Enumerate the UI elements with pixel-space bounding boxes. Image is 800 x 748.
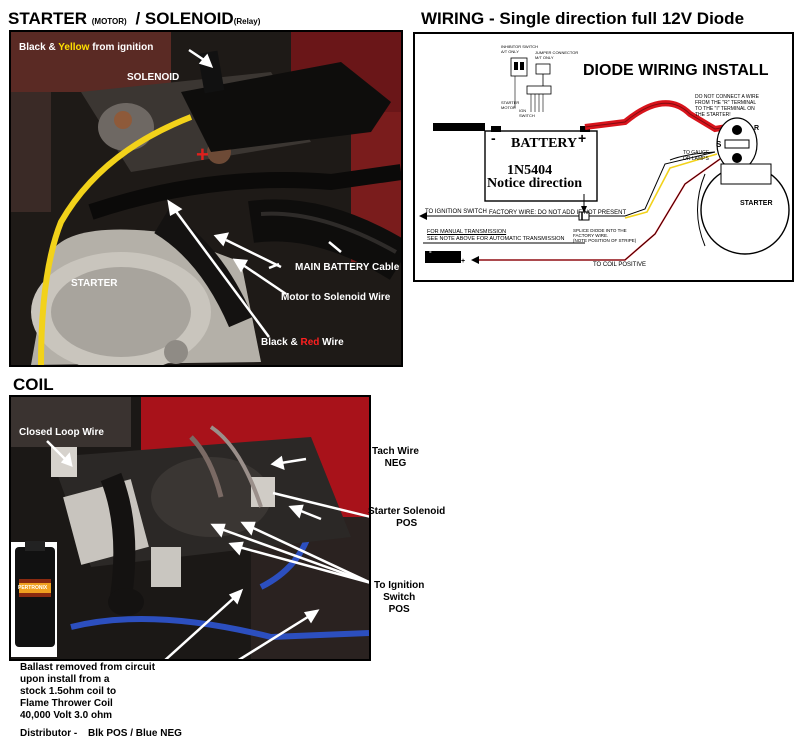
title-starter: STARTER [8,9,88,28]
splice-note: SPLICE DIODE INTO THE FACTORY WIRE. (NOT… [573,228,637,243]
battery-plus: + [578,130,587,146]
r-terminal-label: R [754,125,760,132]
starter-label: STARTER [740,200,773,207]
title-relay: (Relay) [233,17,261,26]
to-gauge-note: TO GAUGE OR LAMPS [683,150,710,162]
diode-wiring-art [419,57,790,264]
factory-wire-label: FACTORY WIRE: DO NOT ADD IF NOT PRESENT [489,210,627,216]
battery-label: BATTERY [511,136,578,151]
wiring-title: WIRING - Single direction full 12V Diode [421,9,745,28]
do-not-connect-note: DO NOT CONNECT A WIRE FROM THE "R" TERMI… [695,94,759,118]
label-distributor: Distributor - Blk POS / Blue NEG [20,728,182,739]
jumper-note: JUMPER CONNECTOR M/T ONLY [535,50,579,60]
coil-plus-label: + [461,258,466,265]
battery-minus: - [491,130,496,146]
label-red-word: Red [300,337,320,348]
coil-minus-label: - [429,247,432,256]
diode-wiring-diagram: DIODE WIRING INSTALL BATTERY - + 1N5404 … [413,32,794,282]
label-motor-to-solenoid: Motor to Solenoid Wire [281,292,391,303]
to-coil-positive-label: TO COIL POSITIVE [593,262,647,268]
starter-photo: + Black & Yellow [9,30,403,367]
s-terminal-label: S [716,140,722,149]
for-manual-label: FOR MANUAL TRANSMISSION [427,229,507,235]
svg-text:+: + [196,142,209,167]
label-ignition-wire: Black & Yellow from ignition [19,42,154,53]
diagram-title: DIODE WIRING INSTALL [583,62,769,79]
starter-photo-art: + [11,32,401,365]
label-starter: STARTER [71,278,118,289]
to-ignition-switch-label: TO IGNITION SWITCH [425,209,487,215]
label-closed-loop-wire: Closed Loop Wire [19,427,104,438]
coil-photo: Closed Loop Wire PERTRONIX [9,395,371,661]
starter-solenoid-title: STARTER (MOTOR) / SOLENOID(Relay) [8,9,260,29]
notice-direction-label: Notice direction [487,176,582,191]
label-starter-solenoid-pos: Starter Solenoid POS [368,506,446,529]
starter-motor-note: STARTER MOTOR [501,100,520,110]
label-solenoid: SOLENOID [127,72,180,83]
label-main-battery-cable: MAIN BATTERY Cable [295,262,400,273]
label-yellow-word: Yellow [58,42,90,53]
label-tach-wire: Tach Wire NEG [372,446,419,469]
diode-model-label: 1N5404 [507,163,553,178]
coil-photo-art [11,397,369,659]
label-ballast-note: Ballast removed from circuit upon instal… [20,662,156,721]
coil-brand-label: PERTRONIX [18,585,48,591]
inhibitor-note: INHIBITOR SWITCH A/T ONLY [501,44,539,54]
coil-title: COIL [13,375,54,394]
ign-switch-note: IGN SWITCH [519,108,535,118]
title-solenoid: / SOLENOID [135,9,234,28]
label-ignition-switch-pos: To Ignition Switch POS [374,580,425,615]
see-note-label: SEE NOTE ABOVE FOR AUTOMATIC TRANSMISSIO… [427,236,565,242]
label-black-red-wire: Black & Red Wire [261,337,344,348]
title-motor: (MOTOR) [91,17,127,26]
